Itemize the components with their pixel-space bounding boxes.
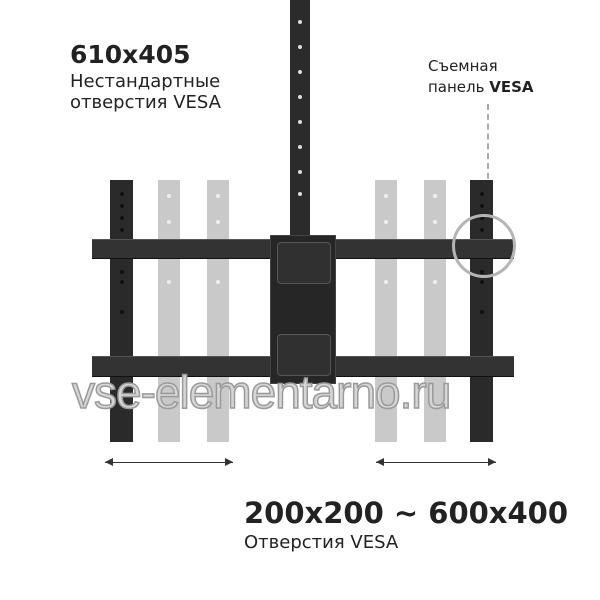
adjust-arrow-left bbox=[105, 458, 233, 466]
adjust-arrow-right bbox=[376, 458, 496, 466]
dashed-pointer bbox=[487, 104, 489, 218]
vesa-label: Отверстия VESA bbox=[244, 532, 399, 553]
watermark: vse-elementarno.ru bbox=[71, 365, 452, 419]
top-right-caption: Съемная панель VESA bbox=[428, 56, 534, 98]
center-plate bbox=[270, 235, 336, 384]
vesa-nonstandard-size: 610x405 bbox=[70, 40, 191, 69]
caption-bold: VESA bbox=[489, 78, 534, 96]
ceiling-pole bbox=[290, 0, 310, 240]
caption-line: панель bbox=[428, 78, 490, 96]
bottom-caption: 200x200 ~ 600x400 Отверстия VESA bbox=[244, 496, 568, 553]
vesa-range: 200x200 ~ 600x400 bbox=[244, 496, 569, 530]
caption-line: Съемная bbox=[428, 57, 498, 75]
removable-panel-highlight bbox=[452, 214, 516, 278]
top-left-caption: 610x405 Нестандартные отверстия VESA bbox=[70, 40, 221, 113]
caption-line: отверстия VESA bbox=[70, 92, 221, 113]
caption-line: Нестандартные bbox=[70, 71, 221, 92]
